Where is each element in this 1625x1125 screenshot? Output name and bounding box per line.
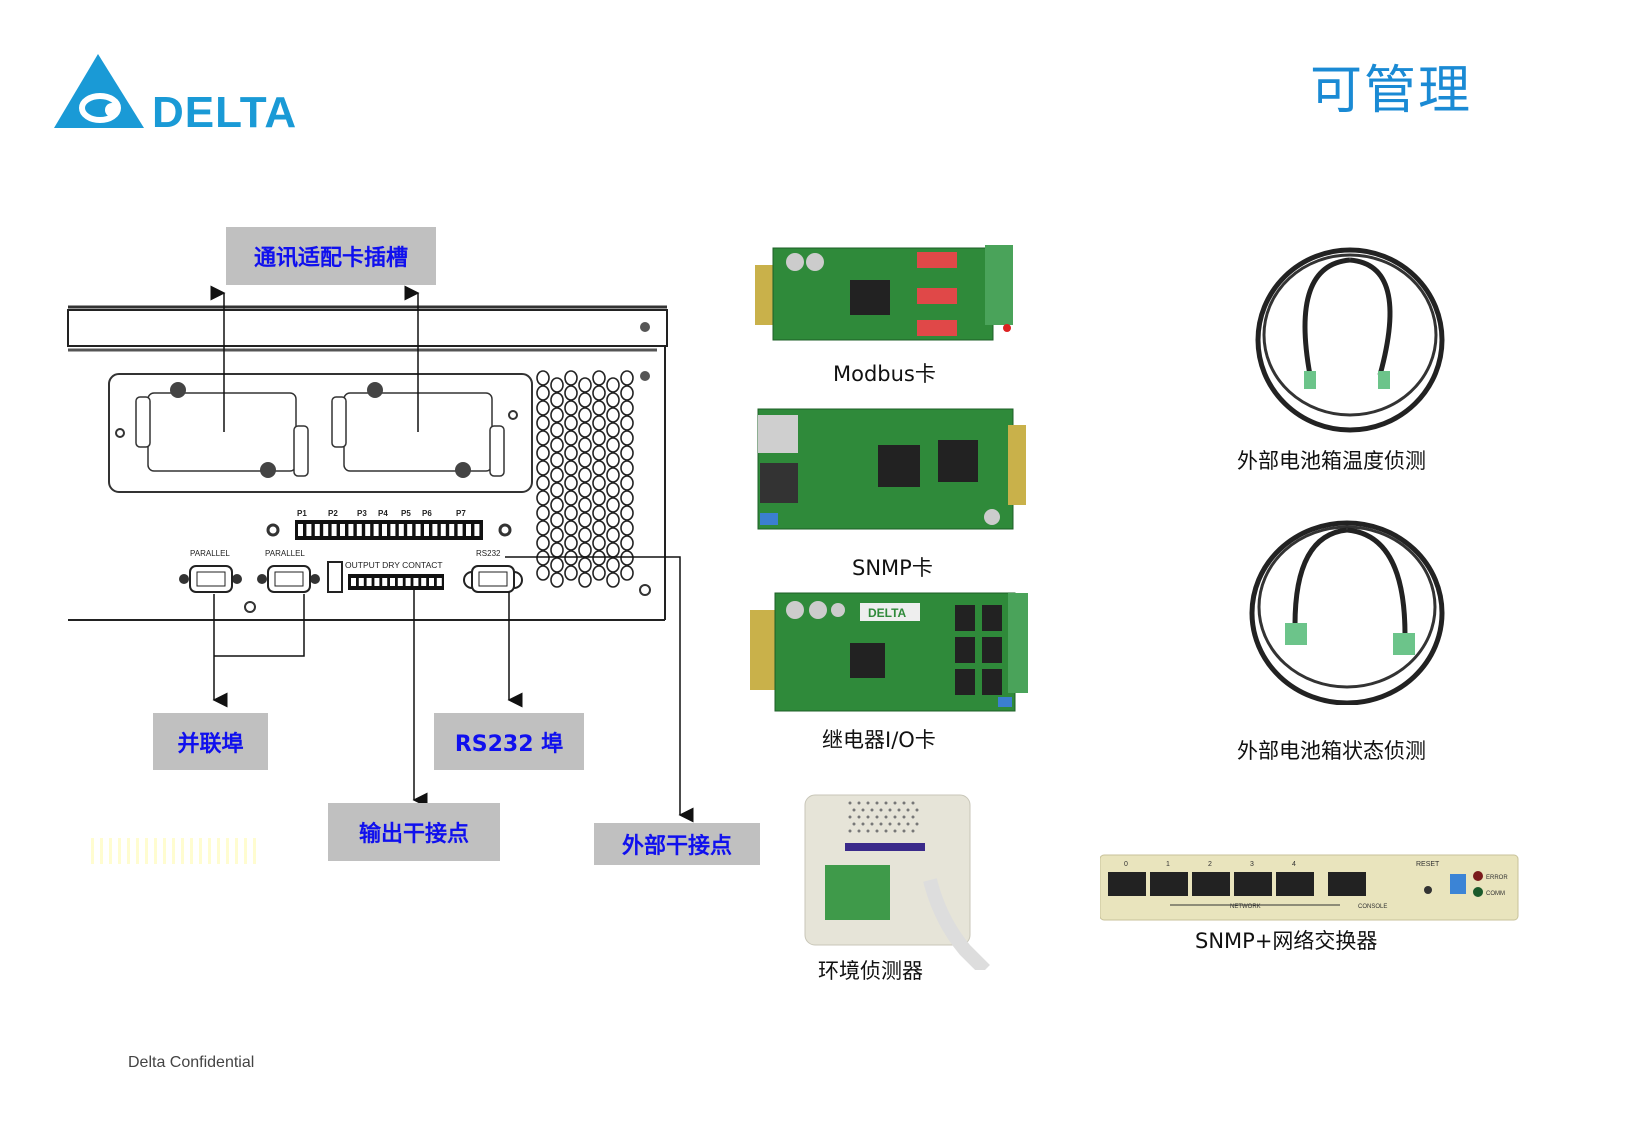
callout-card-slot: 通讯适配卡插槽	[226, 227, 436, 285]
ups-rear-panel: P1 P2 P3 P4 P5 P6 P7 PARALLEL PARALLEL OUTPUT …	[67, 305, 668, 621]
caption-snmp-switch: SNMP+网络交换器	[1195, 929, 1378, 953]
output-dry-contact-label: OUTPUT DRY CONTACT	[345, 560, 443, 570]
port-label-p3: P3	[357, 509, 367, 518]
switch-error-label: ERROR	[1486, 875, 1508, 881]
switch-port-label: 2	[1208, 861, 1212, 868]
card-slot-1	[135, 382, 309, 478]
error-led	[1473, 871, 1483, 881]
caption-modbus-card: Modbus卡	[833, 362, 936, 386]
port-label-p4: P4	[378, 509, 388, 518]
caption-status-sensor-cable: 外部电池箱状态侦测	[1237, 739, 1426, 763]
parallel-label-1: PARALLEL	[190, 549, 230, 558]
caption-snmp-card: SNMP卡	[852, 556, 933, 580]
temp-sensor-cable-image	[1255, 247, 1445, 433]
reset-button	[1424, 886, 1432, 894]
parallel-port-1	[179, 565, 242, 593]
switch-comm-label: COMM	[1486, 891, 1505, 897]
rj45-port	[1192, 872, 1230, 896]
dip-switch	[1450, 874, 1466, 894]
comm-led	[1473, 887, 1483, 897]
status-sensor-cable-image	[1249, 520, 1445, 705]
env-sensor-image	[804, 794, 990, 970]
rs232-port	[463, 565, 523, 593]
caption-temp-sensor-cable: 外部电池箱温度侦测	[1237, 449, 1426, 473]
port-label-p1: P1	[297, 509, 307, 518]
caption-env-sensor: 环境侦测器	[818, 959, 923, 983]
delta-logo: DELTA	[54, 54, 297, 130]
switch-reset-label: RESET	[1416, 861, 1440, 868]
dry-contact-switch	[327, 561, 343, 593]
footer-confidential: Delta Confidential	[128, 1054, 255, 1071]
switch-port-label: 0	[1124, 861, 1128, 868]
callout-output-dry-contact: 输出干接点	[328, 803, 500, 861]
caption-relay-io-card: 继电器I/O卡	[822, 728, 936, 752]
callout-external-dry-contact: 外部干接点	[594, 823, 760, 865]
rj45-port	[1328, 872, 1366, 896]
rj45-port	[1276, 872, 1314, 896]
rj45-port	[1150, 872, 1188, 896]
logo-text: DELTA	[152, 88, 297, 130]
rs232-label: RS232	[476, 549, 501, 558]
card-slot-2	[331, 382, 505, 478]
rj45-port	[1234, 872, 1272, 896]
faded-artifact	[85, 838, 260, 864]
relay-card-logo-text: DELTA	[868, 606, 907, 620]
vent-holes	[536, 370, 634, 588]
parallel-label-2: PARALLEL	[265, 549, 305, 558]
port-label-p2: P2	[328, 509, 338, 518]
switch-port-label: 4	[1292, 861, 1296, 868]
switch-network-label: NETWORK	[1230, 904, 1261, 910]
switch-port-label: 1	[1166, 861, 1170, 868]
rj45-port	[1108, 872, 1146, 896]
port-label-p5: P5	[401, 509, 411, 518]
output-dry-contact-terminal	[348, 574, 444, 590]
callout-rs232-port: RS232 埠	[434, 713, 584, 770]
switch-port-label: 3	[1250, 861, 1254, 868]
parallel-port-2	[257, 565, 320, 593]
port-label-p6: P6	[422, 509, 432, 518]
callout-parallel-port: 并联埠	[153, 713, 268, 770]
port-label-p7: P7	[456, 509, 466, 518]
relay-io-card-image: DELTA	[750, 592, 1028, 712]
modbus-card-image	[755, 245, 1013, 341]
page-title: 可管理	[1310, 61, 1473, 121]
switch-console-label: CONSOLE	[1358, 904, 1387, 910]
delta-triangle-icon	[54, 54, 144, 128]
snmp-switch-image: 0 1 2 3 4 NETWORK CONSOLE RESET ERROR COMM	[1100, 854, 1519, 921]
p-terminal-block	[266, 520, 512, 540]
snmp-card-image	[757, 408, 1026, 530]
